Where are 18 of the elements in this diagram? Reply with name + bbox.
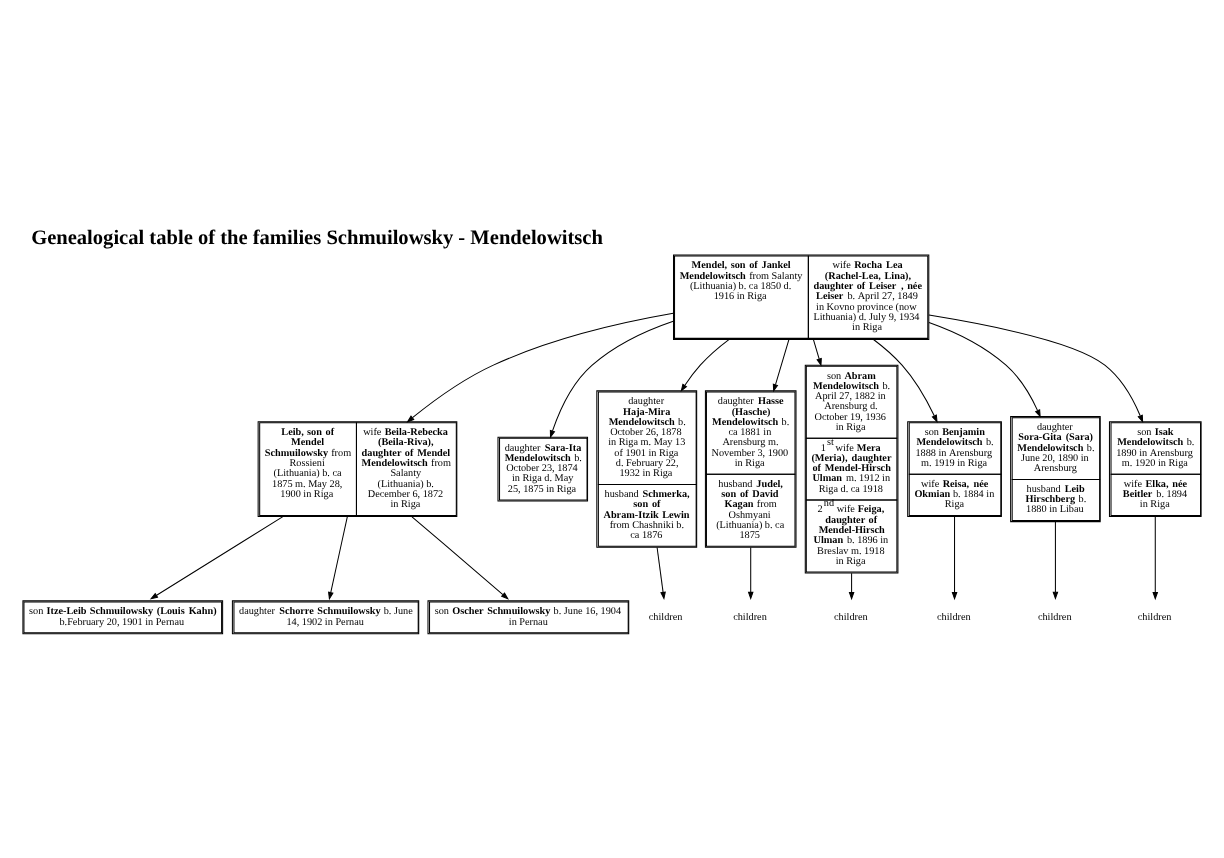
arrow [656, 546, 666, 600]
arrow [406, 311, 674, 422]
arrow [549, 319, 674, 438]
arrow [813, 338, 822, 366]
arrow [772, 338, 790, 392]
arrow [747, 546, 754, 600]
arrow [928, 313, 1144, 423]
arrow [328, 515, 348, 600]
arrow [1152, 515, 1159, 600]
arrow [680, 338, 730, 392]
diagram-title: Genealogical table of the families Schmuilowsky - Mendelowitsch [31, 226, 603, 249]
arrow [951, 515, 958, 600]
arrow [411, 515, 509, 599]
arrow [848, 571, 855, 600]
arrow [149, 515, 284, 599]
arrow [873, 337, 938, 423]
arrow [928, 321, 1041, 417]
arrow [1052, 520, 1059, 600]
